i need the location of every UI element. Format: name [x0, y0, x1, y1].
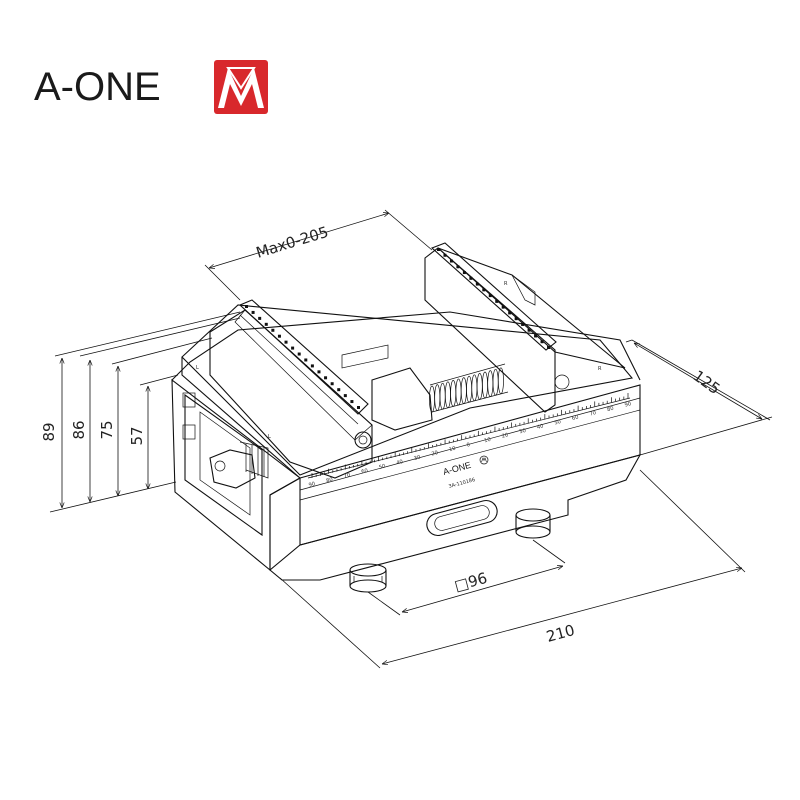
jaw-serration: [357, 406, 360, 409]
dim-pallet: □96: [452, 569, 489, 595]
scale-label: 30: [519, 428, 527, 436]
a-one-logo-icon: [214, 60, 268, 114]
jaw-serration: [251, 310, 255, 314]
jaw-serration: [488, 294, 492, 298]
jaw-serration: [337, 388, 341, 392]
jaw-serration: [284, 340, 288, 344]
jaw-serration: [291, 346, 295, 350]
product-plate: A-ONE 3A-110186: [442, 455, 489, 490]
left-face-detail: [182, 392, 263, 537]
jaw-serration: [462, 271, 466, 275]
jaw-serration: [501, 305, 505, 309]
dim-jaw-opening: Max0-205: [254, 223, 331, 262]
scale-label: 30: [413, 455, 421, 463]
scale-label: 80: [607, 406, 615, 414]
spring-coil: [439, 382, 446, 410]
dim-width: 210: [544, 621, 576, 646]
scale-label: 40: [536, 423, 544, 431]
scale-label: 60: [361, 468, 369, 476]
spring-coil: [471, 374, 478, 402]
spring-coil: [455, 378, 462, 406]
scale-label: 20: [501, 432, 509, 440]
jaw-serration: [482, 288, 486, 292]
plate-logo-icon: [479, 455, 489, 465]
jaw-serration: [469, 276, 473, 280]
jaw-serration: [343, 394, 347, 398]
dim-height-75: 75: [98, 420, 116, 439]
feet: [349, 508, 551, 593]
lead-screw: [341, 344, 509, 431]
spring-coil: [444, 381, 451, 409]
spring-coil: [487, 370, 494, 397]
jaw-mark-left-2: L: [268, 434, 271, 440]
scale-label: 20: [431, 450, 439, 458]
jaw-serration: [508, 311, 512, 315]
front-slot: [426, 499, 498, 537]
jaw-serration: [514, 317, 518, 321]
spring-coil: [476, 373, 483, 400]
scale-label: 70: [589, 410, 597, 418]
jaw-serration: [297, 352, 301, 356]
jaw-mark-right: R: [504, 281, 508, 287]
front-scale: 90 80 70 60 50 40 30 20 10 0 10 20 30 40 50 60 70 80 90: [307, 393, 632, 489]
left-jaw: L L: [196, 299, 373, 479]
jaw-serration: [540, 340, 544, 344]
scale-label: 10: [449, 446, 457, 454]
jaw-mark-right-2: R: [598, 366, 602, 372]
right-jaw: R R: [424, 242, 626, 413]
spring-coil: [497, 367, 504, 395]
spring-coil: [450, 380, 457, 407]
spring-coil: [482, 371, 488, 399]
jaw-serration: [258, 316, 262, 320]
dim-height-57: 57: [128, 426, 146, 445]
side-screw: [209, 441, 269, 489]
jaw-serration: [547, 346, 550, 349]
scale-label: 50: [378, 463, 386, 471]
jaw-mark-left: L: [196, 365, 199, 371]
jaw-serration: [350, 400, 354, 404]
jaw-serration: [264, 322, 268, 326]
scale-label: 90: [624, 401, 632, 409]
dim-height-89: 89: [40, 422, 58, 441]
model-number: 3A-110186: [448, 477, 476, 490]
jaw-serration: [443, 253, 447, 257]
scale-label: 40: [396, 459, 404, 467]
jaw-serration: [521, 322, 525, 326]
jaw-serration: [304, 358, 308, 362]
scale-label: 0: [466, 442, 471, 449]
spring-coil: [466, 375, 473, 403]
vise-body: L L R R: [171, 242, 642, 593]
dim-height-86: 86: [70, 420, 88, 439]
jaw-serration: [527, 328, 531, 332]
jaw-serration: [324, 376, 328, 380]
jaw-serration: [534, 334, 538, 338]
scale-label: 10: [484, 437, 492, 445]
brand-header: A-ONE: [34, 60, 268, 114]
scale-label: 60: [571, 415, 579, 423]
jaw-serration: [277, 334, 281, 338]
jaw-serration: [449, 259, 453, 263]
spring-coil: [492, 368, 499, 396]
brand-name: A-ONE: [34, 65, 161, 109]
jaw-serration: [330, 382, 334, 386]
jaw-serration: [495, 299, 499, 303]
dimensions: Max0-205 125 210 □96 89 86 75 57: [40, 209, 773, 669]
spring-coil: [434, 384, 441, 411]
jaw-serration: [475, 282, 479, 286]
spring-coil: [460, 377, 467, 404]
plate-brand: A-ONE: [442, 460, 472, 477]
jaw-serration: [437, 248, 440, 251]
jaw-serration: [271, 328, 275, 332]
jaw-serration: [456, 265, 460, 269]
jaw-serration: [310, 364, 314, 368]
jaw-serration: [317, 370, 321, 374]
jaw-serration: [245, 305, 248, 308]
scale-label: 80: [326, 477, 334, 485]
scale-label: 90: [308, 481, 316, 489]
scale-label: 50: [554, 419, 562, 427]
scale-label: 70: [343, 472, 351, 480]
